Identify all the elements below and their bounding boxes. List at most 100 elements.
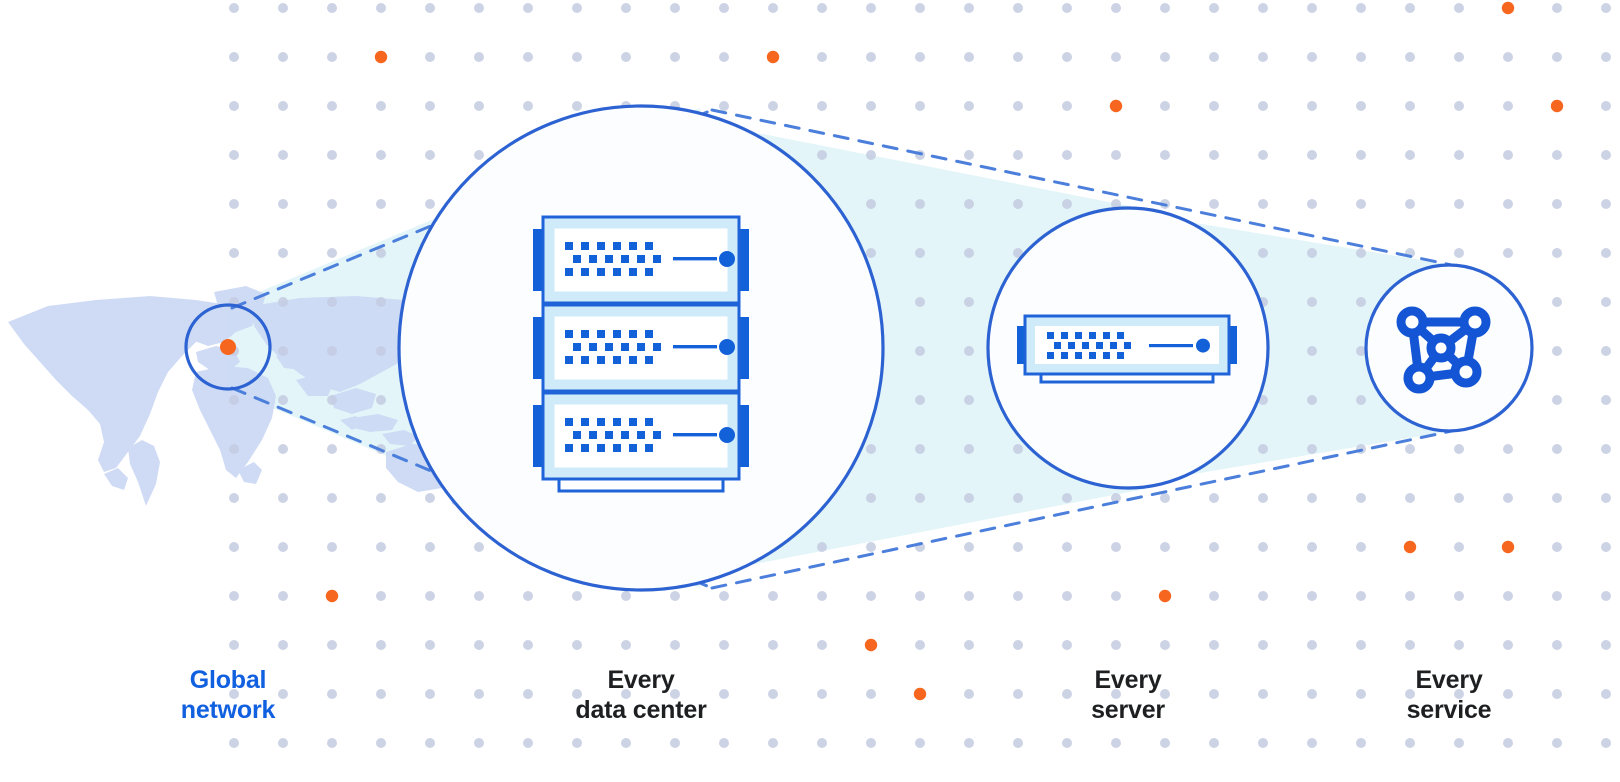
grid-dot — [768, 3, 778, 13]
grid-dot — [425, 199, 435, 209]
grid-dot — [621, 3, 631, 13]
grid-dot — [1356, 346, 1366, 356]
grid-dot — [670, 738, 680, 748]
grid-dot — [915, 52, 925, 62]
grid-dot — [817, 689, 827, 699]
grid-dot — [278, 395, 288, 405]
grid-dot — [1307, 52, 1317, 62]
grid-dot — [327, 542, 337, 552]
grid-dot — [1405, 199, 1415, 209]
grid-dot — [866, 101, 876, 111]
dash-datacenter-to-server-top — [710, 108, 1468, 270]
grid-dot — [278, 52, 288, 62]
label-line-1: Every — [607, 666, 675, 694]
grid-dot — [1601, 297, 1611, 307]
grid-dot — [376, 150, 386, 160]
grid-dot-highlight — [1109, 99, 1123, 113]
grid-dot — [229, 591, 239, 601]
grid-dot — [1307, 395, 1317, 405]
grid-dot — [1356, 542, 1366, 552]
grid-dot — [1454, 640, 1464, 650]
grid-dot — [964, 52, 974, 62]
grid-dot — [1111, 150, 1121, 160]
grid-dot — [670, 52, 680, 62]
grid-dot — [1258, 248, 1268, 258]
grid-dot — [866, 3, 876, 13]
grid-dot — [1111, 640, 1121, 650]
grid-dot — [1601, 395, 1611, 405]
grid-dot-highlight — [1501, 540, 1515, 554]
grid-dot — [425, 150, 435, 160]
grid-dot — [1356, 101, 1366, 111]
grid-dot — [915, 444, 925, 454]
grid-dot — [1209, 3, 1219, 13]
grid-dot — [572, 3, 582, 13]
grid-dot — [1258, 444, 1268, 454]
grid-dot — [1405, 738, 1415, 748]
grid-dot — [1013, 444, 1023, 454]
stage-circle-global-network[interactable] — [184, 303, 272, 391]
grid-dot — [1307, 297, 1317, 307]
grid-dot — [817, 738, 827, 748]
grid-dot — [964, 493, 974, 503]
grid-dot — [670, 689, 680, 699]
grid-dot — [523, 101, 533, 111]
grid-dot — [1013, 542, 1023, 552]
grid-dot — [866, 199, 876, 209]
grid-dot — [229, 493, 239, 503]
grid-dot — [866, 591, 876, 601]
grid-dot — [1013, 248, 1023, 258]
status-bar — [673, 257, 717, 261]
grid-dot — [1209, 689, 1219, 699]
grid-dot — [425, 640, 435, 650]
grid-dot — [915, 3, 925, 13]
grid-dot — [1601, 689, 1611, 699]
grid-dot — [1503, 101, 1513, 111]
grid-dot — [1062, 738, 1072, 748]
grid-dot — [1601, 248, 1611, 258]
grid-dot — [474, 101, 484, 111]
grid-dot-highlight — [1158, 589, 1172, 603]
grid-dot — [621, 738, 631, 748]
grid-dot — [1405, 444, 1415, 454]
grid-dot — [1356, 199, 1366, 209]
grid-dot — [1258, 591, 1268, 601]
grid-dot — [376, 199, 386, 209]
grid-dot-highlight — [766, 50, 780, 64]
grid-dot — [327, 689, 337, 699]
grid-dot — [327, 297, 337, 307]
grid-dot — [1405, 101, 1415, 111]
grid-dot — [1307, 493, 1317, 503]
grid-dot — [1013, 738, 1023, 748]
grid-dot — [1552, 3, 1562, 13]
grid-dot — [621, 640, 631, 650]
europe-marker — [220, 339, 236, 355]
grid-dot — [1062, 640, 1072, 650]
grid-dot — [817, 591, 827, 601]
grid-dot — [278, 346, 288, 356]
grid-dot — [425, 101, 435, 111]
grid-dot — [1503, 591, 1513, 601]
grid-dot — [1160, 542, 1170, 552]
grid-dot — [278, 591, 288, 601]
grid-dot — [1454, 52, 1464, 62]
grid-dot — [1160, 150, 1170, 160]
grid-dot — [1307, 738, 1317, 748]
grid-dot — [278, 689, 288, 699]
dot-matrix-icon — [565, 330, 661, 364]
grid-dot — [376, 493, 386, 503]
grid-dot — [964, 738, 974, 748]
label-line-1: Every — [1415, 666, 1483, 694]
grid-dot — [229, 542, 239, 552]
grid-dot — [817, 150, 827, 160]
grid-dot — [1356, 738, 1366, 748]
grid-dot — [1013, 52, 1023, 62]
grid-dot — [1503, 689, 1513, 699]
grid-dot — [376, 248, 386, 258]
grid-dot — [1111, 3, 1121, 13]
grid-dot — [1160, 640, 1170, 650]
grid-dot — [1307, 542, 1317, 552]
grid-dot — [425, 52, 435, 62]
grid-dot — [1356, 640, 1366, 650]
grid-dot — [1209, 101, 1219, 111]
